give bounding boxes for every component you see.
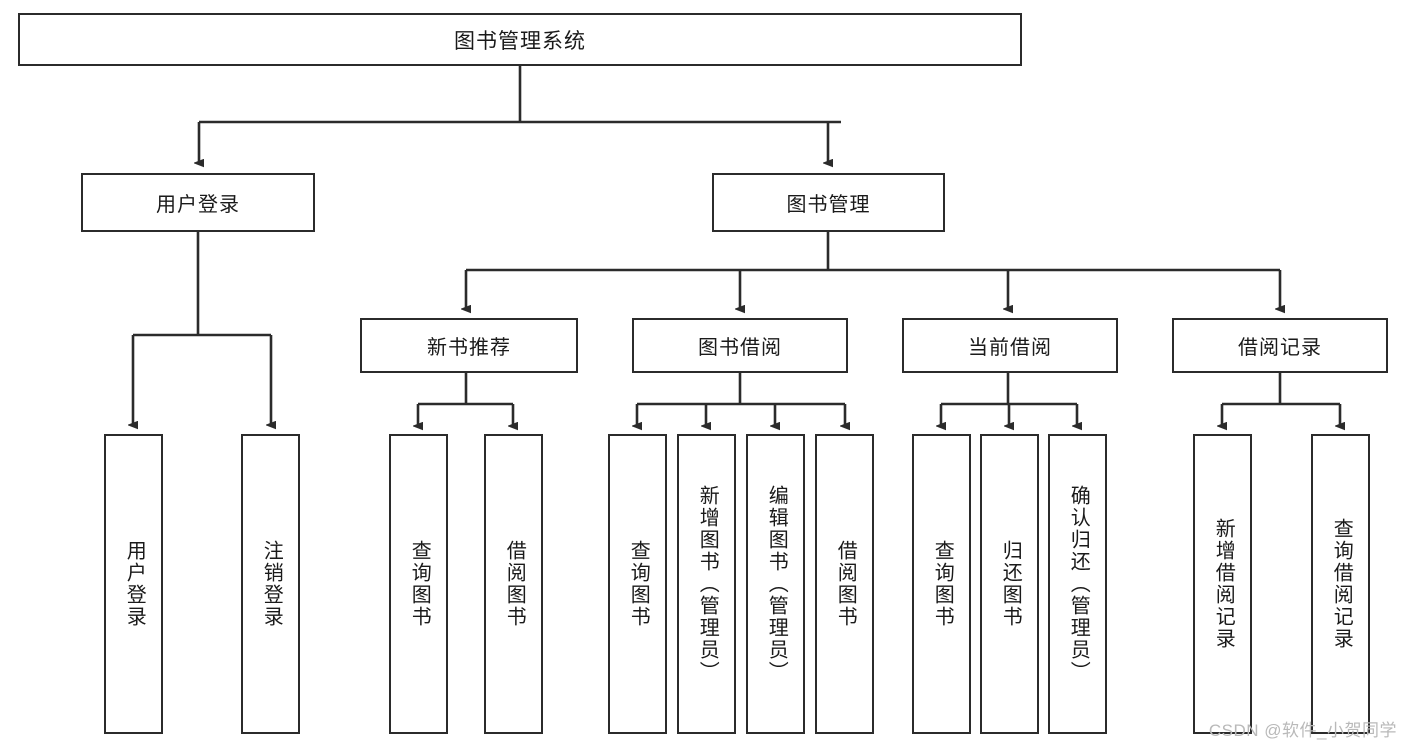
node-user-login[interactable]: 用户登录 — [81, 173, 315, 232]
leaf-bookborrow-query-books[interactable]: 查询图书 — [608, 434, 667, 734]
leaf-label: 查询图书 — [408, 540, 431, 628]
leaf-borrowrecord-add-record[interactable]: 新增借阅记录 — [1193, 434, 1252, 734]
leaf-label: 借阅图书 — [503, 540, 526, 628]
leaf-currentborrow-query-books[interactable]: 查询图书 — [912, 434, 971, 734]
leaf-newbook-borrow-books[interactable]: 借阅图书 — [484, 434, 543, 734]
leaf-user-login-login[interactable]: 用户登录 — [104, 434, 163, 734]
leaf-label: 新增借阅记录 — [1212, 518, 1235, 650]
leaf-label: 用户登录 — [123, 540, 146, 628]
node-current-borrowing[interactable]: 当前借阅 — [902, 318, 1118, 373]
node-borrowing-record[interactable]: 借阅记录 — [1172, 318, 1388, 373]
node-book-management[interactable]: 图书管理 — [712, 173, 945, 232]
node-new-book-recommendation[interactable]: 新书推荐 — [360, 318, 578, 373]
leaf-bookborrow-edit-book-admin[interactable]: 编辑图书（管理员） — [746, 434, 805, 734]
leaf-borrowrecord-query-record[interactable]: 查询借阅记录 — [1311, 434, 1370, 734]
leaf-user-login-logout[interactable]: 注销登录 — [241, 434, 300, 734]
leaf-label: 确认归还（管理员） — [1067, 485, 1090, 683]
node-root-book-management-system[interactable]: 图书管理系统 — [18, 13, 1022, 66]
leaf-label: 查询借阅记录 — [1330, 518, 1353, 650]
leaf-label: 注销登录 — [260, 540, 283, 628]
leaf-currentborrow-return-books[interactable]: 归还图书 — [980, 434, 1039, 734]
leaf-newbook-query-books[interactable]: 查询图书 — [389, 434, 448, 734]
leaf-label: 借阅图书 — [834, 540, 857, 628]
leaf-currentborrow-confirm-return-admin[interactable]: 确认归还（管理员） — [1048, 434, 1107, 734]
leaf-label: 编辑图书（管理员） — [765, 485, 788, 683]
leaf-bookborrow-borrow-books[interactable]: 借阅图书 — [815, 434, 874, 734]
leaf-label: 新增图书（管理员） — [696, 485, 719, 683]
node-book-borrowing[interactable]: 图书借阅 — [632, 318, 848, 373]
leaf-label: 归还图书 — [999, 540, 1022, 628]
leaf-label: 查询图书 — [931, 540, 954, 628]
leaf-bookborrow-add-book-admin[interactable]: 新增图书（管理员） — [677, 434, 736, 734]
leaf-label: 查询图书 — [627, 540, 650, 628]
